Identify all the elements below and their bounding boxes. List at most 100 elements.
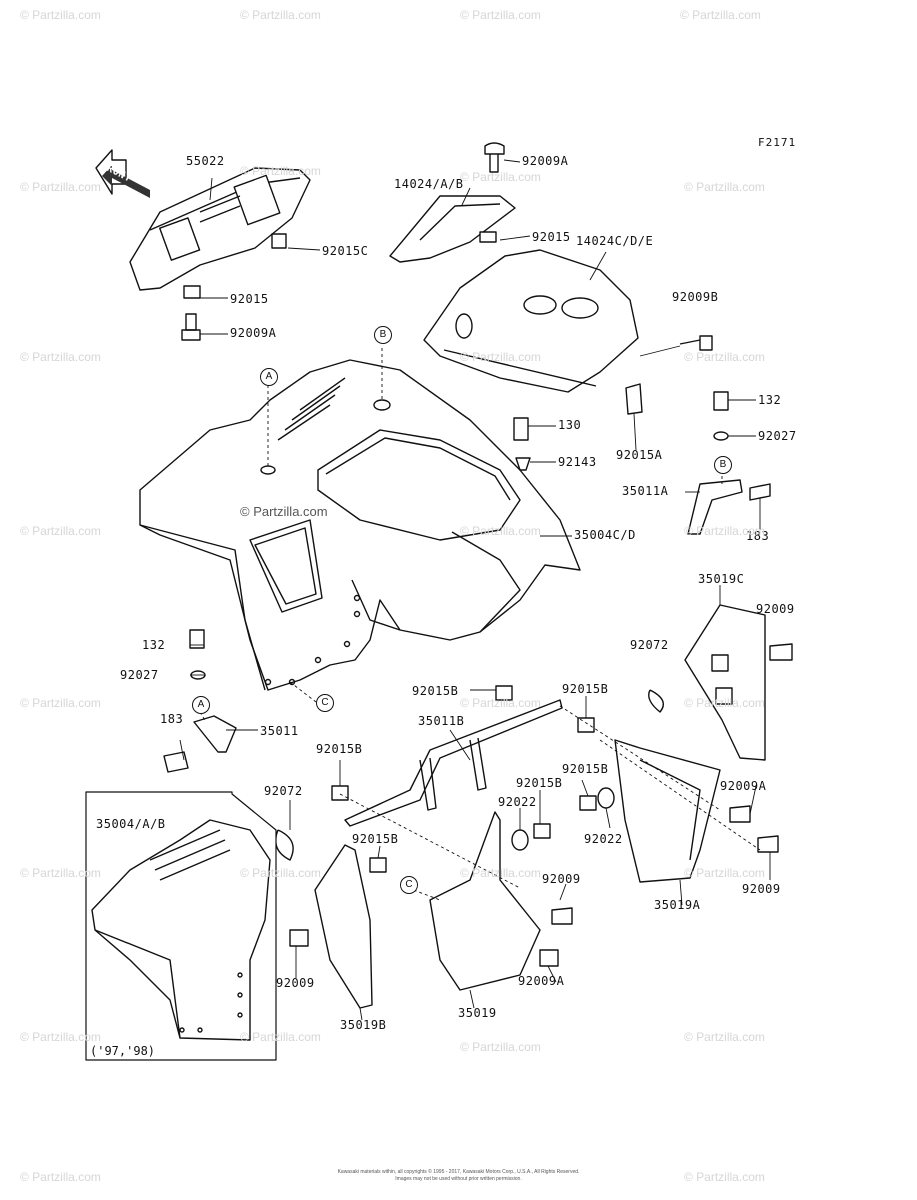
part-label-35004-a-b[interactable]: 35004/A/B	[96, 817, 166, 831]
part-label-92022-1[interactable]: 92022	[498, 795, 537, 809]
part-label-35019[interactable]: 35019	[458, 1006, 497, 1020]
bolt-92009a-3-icon	[729, 805, 751, 823]
watermark: © Partzilla.com	[460, 696, 541, 710]
watermark: © Partzilla.com	[20, 8, 101, 22]
part-label-132-right[interactable]: 132	[758, 393, 782, 407]
part-label-92015-top[interactable]: 92015	[532, 230, 571, 244]
clamp-92072-right-icon	[648, 689, 664, 713]
clip-92015a-icon	[625, 383, 643, 415]
part-label-132-left[interactable]: 132	[142, 638, 166, 652]
cover-14024c-part	[423, 249, 639, 393]
part-label-92015a[interactable]: 92015A	[616, 448, 663, 462]
part-label-92072-right[interactable]: 92072	[630, 638, 669, 652]
clamp-92072-left-icon	[275, 829, 294, 861]
callout-a-bracket: A	[192, 696, 210, 714]
part-label-14024-a-b[interactable]: 14024/A/B	[394, 177, 464, 191]
part-label-92143[interactable]: 92143	[558, 455, 597, 469]
part-label-35019c[interactable]: 35019C	[698, 572, 745, 586]
nut-92015b-6-icon	[369, 857, 387, 873]
part-label-35019b[interactable]: 35019B	[340, 1018, 387, 1032]
bolt-132-left-icon	[189, 629, 205, 649]
nut-92015b-1-icon	[495, 685, 513, 701]
bolt-92009b-icon	[679, 335, 713, 351]
part-label-92015b-3[interactable]: 92015B	[316, 742, 363, 756]
watermark: © Partzilla.com	[20, 350, 101, 364]
part-label-92015b-1[interactable]: 92015B	[412, 684, 459, 698]
nut-92015b-2-icon	[577, 717, 595, 733]
watermark: © Partzilla.com	[460, 866, 541, 880]
part-label-92009-4[interactable]: 92009	[276, 976, 315, 990]
part-label-35011a[interactable]: 35011A	[622, 484, 669, 498]
washer-92022-1-icon	[511, 829, 529, 851]
inset-fender-part	[91, 819, 271, 1041]
part-label-183-right[interactable]: 183	[746, 529, 770, 543]
part-label-92027-left[interactable]: 92027	[120, 668, 159, 682]
watermark: © Partzilla.com	[460, 1040, 541, 1054]
part-label-55022[interactable]: 55022	[186, 154, 225, 168]
part-label-92009-2[interactable]: 92009	[742, 882, 781, 896]
part-label-92015b-2[interactable]: 92015B	[562, 682, 609, 696]
mudflap-35019a-part	[614, 739, 721, 883]
nut-92015b-5-icon	[579, 795, 597, 811]
watermark: © Partzilla.com	[20, 524, 101, 538]
part-label-92009-1[interactable]: 92009	[756, 602, 795, 616]
washer-92027-right-icon	[713, 431, 729, 441]
part-label-92009a-left[interactable]: 92009A	[230, 326, 277, 340]
watermark: © Partzilla.com	[460, 350, 541, 364]
part-label-92009-3[interactable]: 92009	[542, 872, 581, 886]
part-label-130[interactable]: 130	[558, 418, 582, 432]
part-label-92015-left[interactable]: 92015	[230, 292, 269, 306]
watermark: © Partzilla.com	[680, 8, 761, 22]
copyright-line-2: Images may not be used without prior wri…	[395, 1176, 522, 1182]
part-label-92015c[interactable]: 92015C	[322, 244, 369, 258]
watermark: © Partzilla.com	[684, 866, 765, 880]
bolt-92009-4-icon	[289, 929, 309, 947]
watermark: © Partzilla.com	[684, 350, 765, 364]
part-label-92009b[interactable]: 92009B	[672, 290, 719, 304]
bolt-92009-2-icon	[757, 835, 779, 853]
callout-a-main: A	[260, 368, 278, 386]
part-label-35004c-d[interactable]: 35004C/D	[574, 528, 636, 542]
figure-id: F2171	[758, 136, 797, 149]
part-label-35011b[interactable]: 35011B	[418, 714, 465, 728]
watermark: © Partzilla.com	[20, 696, 101, 710]
part-label-92015b-6[interactable]: 92015B	[352, 832, 399, 846]
part-label-14024c-d-e[interactable]: 14024C/D/E	[576, 234, 654, 248]
part-label-92009a-4[interactable]: 92009A	[518, 974, 565, 988]
watermark: © Partzilla.com	[684, 696, 765, 710]
copyright-line-1: Kawasaki materials within, all copyright…	[337, 1169, 580, 1175]
watermark: © Partzilla.com	[684, 524, 765, 538]
leader-lines	[179, 159, 771, 1021]
bracket-35011b-part	[344, 699, 563, 827]
watermark: © Partzilla.com	[20, 180, 101, 194]
part-label-92015b-4[interactable]: 92015B	[516, 776, 563, 790]
part-label-92072-left[interactable]: 92072	[264, 784, 303, 798]
watermark: © Partzilla.com	[684, 1170, 765, 1184]
part-label-35011[interactable]: 35011	[260, 724, 299, 738]
bolt-92009-1-icon	[769, 643, 793, 661]
watermark: © Partzilla.com	[20, 1170, 101, 1184]
bracket-35011a-part	[687, 479, 771, 535]
callout-b-bracket: B	[714, 456, 732, 474]
watermark: © Partzilla.com	[20, 866, 101, 880]
nut-92015b-3-icon	[331, 785, 349, 801]
mudflap-35019-part	[429, 811, 541, 991]
bolt-92009a-top-icon	[484, 142, 505, 173]
part-label-92022-2[interactable]: 92022	[584, 832, 623, 846]
part-label-92009a-3[interactable]: 92009A	[720, 779, 767, 793]
front-guard-part	[129, 167, 311, 299]
side-cover-14024-part	[389, 195, 516, 263]
mudflap-35019c-part	[684, 604, 766, 761]
part-label-92027-right[interactable]: 92027	[758, 429, 797, 443]
washer-92022-2-icon	[597, 787, 615, 809]
part-label-92009a-top[interactable]: 92009A	[522, 154, 569, 168]
callout-c-flap: C	[400, 876, 418, 894]
part-label-92015b-5[interactable]: 92015B	[562, 762, 609, 776]
bolt-183-left-icon	[163, 751, 189, 773]
watermark: © Partzilla.com	[240, 164, 321, 178]
watermark: © Partzilla.com	[460, 524, 541, 538]
part-label-183-left[interactable]: 183	[160, 712, 184, 726]
callout-c-main: C	[316, 694, 334, 712]
part-label-35019a[interactable]: 35019A	[654, 898, 701, 912]
